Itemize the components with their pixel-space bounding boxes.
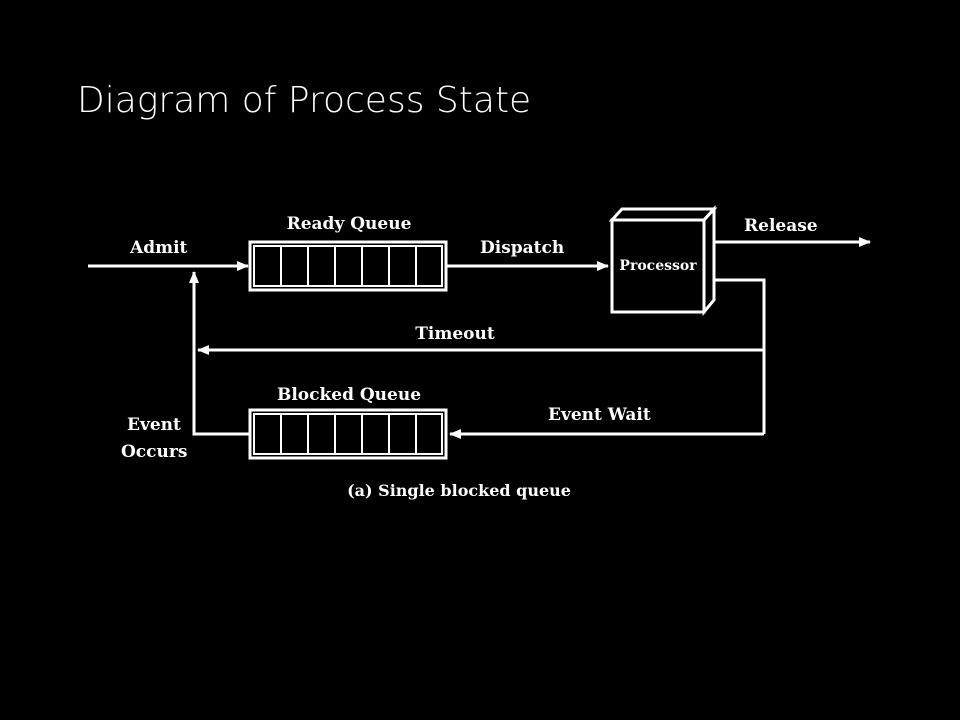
processor-exit-line xyxy=(714,278,766,434)
event-occurs-arrow xyxy=(189,271,250,436)
slide-title: Diagram of Process State xyxy=(77,80,532,121)
release-label: Release xyxy=(744,216,818,236)
event-occurs-label-line1: Event xyxy=(127,415,181,435)
dispatch-label: Dispatch xyxy=(480,238,564,258)
ready-queue xyxy=(248,240,448,292)
diagram-caption: (a) Single blocked queue xyxy=(347,481,571,500)
blocked-queue-label: Blocked Queue xyxy=(277,385,421,405)
timeout-label: Timeout xyxy=(415,324,495,344)
event-occurs-label-line2: Occurs xyxy=(121,442,187,462)
blocked-queue xyxy=(248,408,448,460)
ready-queue-label: Ready Queue xyxy=(287,214,412,234)
event-wait-label: Event Wait xyxy=(548,405,651,425)
admit-label: Admit xyxy=(129,238,188,258)
processor-box xyxy=(608,205,718,317)
processor-label: Processor xyxy=(619,258,697,274)
